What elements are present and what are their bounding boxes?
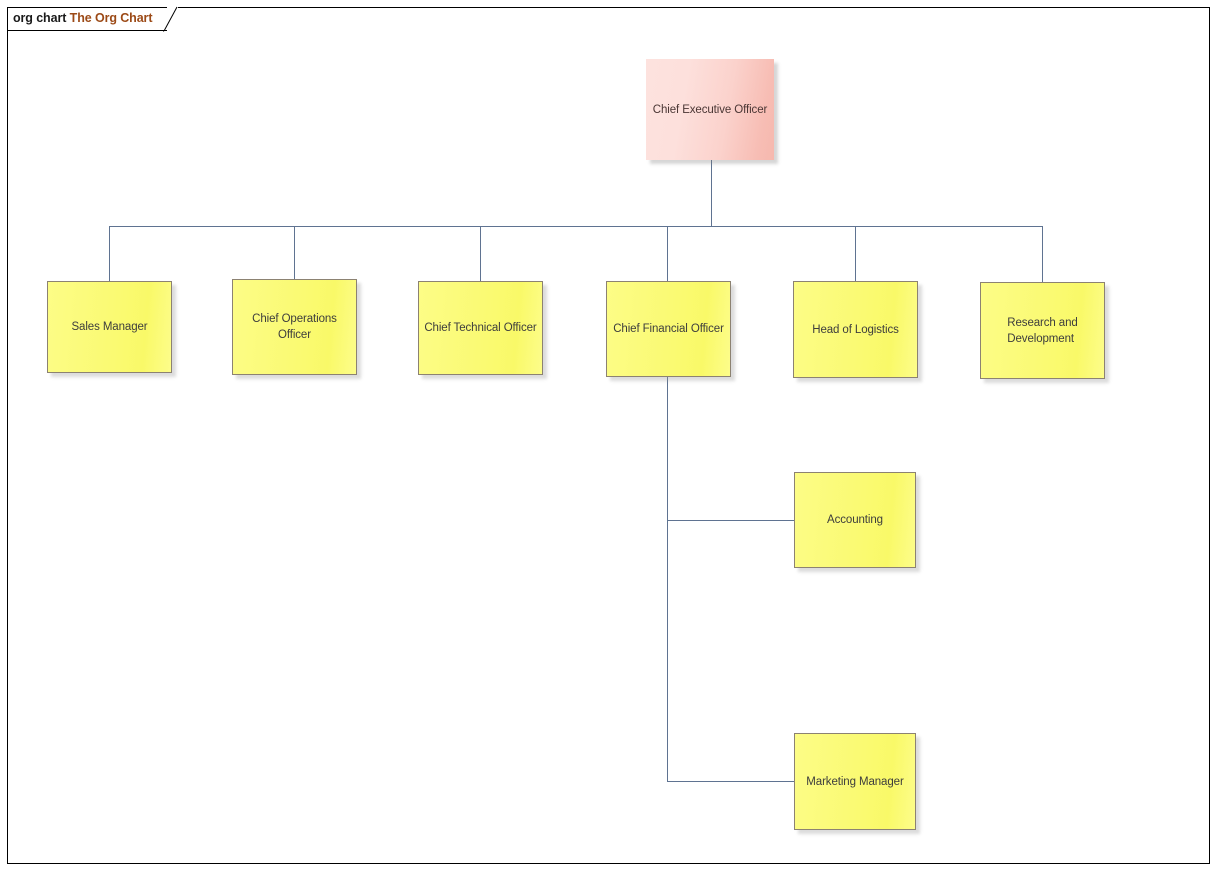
edge-cfo-spine xyxy=(667,377,668,781)
node-label: Accounting xyxy=(827,514,883,526)
node-label: Chief Operations Officer xyxy=(252,313,337,341)
edge-drop-logistics xyxy=(855,226,856,281)
node-label: Marketing Manager xyxy=(806,775,904,788)
edge-ceo-stem xyxy=(711,160,712,227)
node-chief-executive-officer[interactable]: Chief Executive Officer xyxy=(646,59,774,160)
diagram-frame-tab[interactable] xyxy=(7,7,167,31)
edge-level1-bus xyxy=(109,226,1042,227)
edge-cfo-accounting xyxy=(667,520,795,521)
diagram-tab-label-name: The Org Chart xyxy=(69,11,153,25)
node-accounting[interactable]: Accounting xyxy=(794,472,916,568)
diagram-frame xyxy=(7,7,1210,864)
edge-drop-rnd xyxy=(1042,226,1043,282)
node-sales-manager[interactable]: Sales Manager xyxy=(47,281,172,373)
diagram-tab-label: org chart The Org Chart xyxy=(13,11,152,25)
edge-drop-coo xyxy=(294,226,295,279)
edge-drop-cfo xyxy=(667,226,668,281)
node-label: Chief Technical Officer xyxy=(424,322,537,334)
node-label: Chief Financial Officer xyxy=(613,323,724,335)
node-label: Chief Executive Officer xyxy=(652,103,768,116)
edge-drop-cto xyxy=(480,226,481,281)
node-marketing-manager[interactable]: Marketing Manager xyxy=(794,733,916,830)
node-chief-financial-officer[interactable]: Chief Financial Officer xyxy=(606,281,731,377)
edge-drop-sales xyxy=(109,226,110,281)
node-label: Research and Development xyxy=(1007,316,1078,345)
node-chief-operations-officer[interactable]: Chief Operations Officer xyxy=(232,279,357,375)
diagram-tab-label-prefix: org chart xyxy=(13,11,67,25)
frame-tab-cut xyxy=(8,2,178,10)
edge-cfo-marketing xyxy=(667,781,795,782)
node-label: Sales Manager xyxy=(71,321,148,333)
node-chief-technical-officer[interactable]: Chief Technical Officer xyxy=(418,281,543,375)
node-research-and-development[interactable]: Research and Development xyxy=(980,282,1105,379)
frame-tab-slant-icon xyxy=(163,6,178,32)
node-head-of-logistics[interactable]: Head of Logistics xyxy=(793,281,918,378)
node-label: Head of Logistics xyxy=(812,323,899,336)
